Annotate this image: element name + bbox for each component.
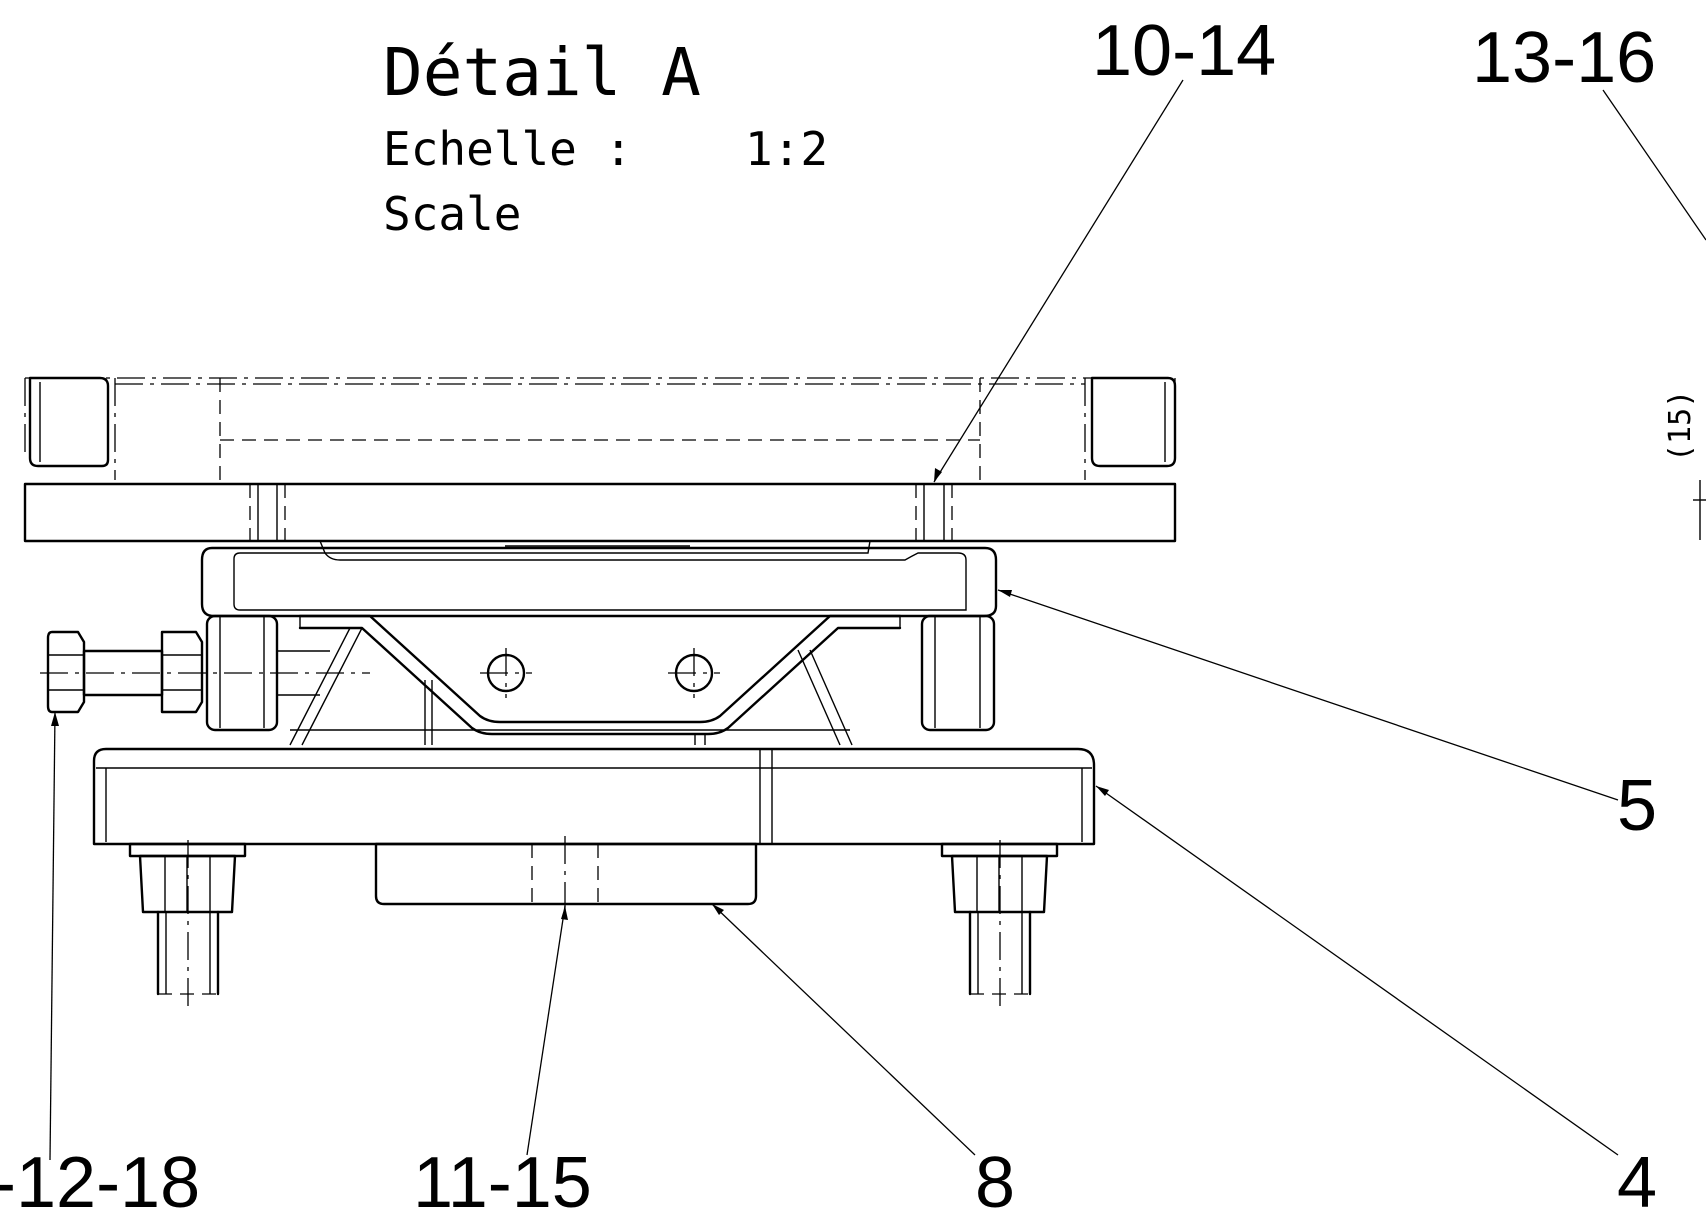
balloon-8: 8	[975, 1143, 1015, 1219]
leader-10-14	[933, 79, 1184, 483]
balloon-5: 5	[1617, 766, 1657, 846]
swivel-bracket	[200, 540, 998, 746]
leader-5	[997, 589, 1619, 801]
balloon-13-16: 13-16	[1472, 18, 1656, 98]
right-foot	[940, 840, 1059, 1010]
leader-8	[711, 903, 976, 1156]
base-plate	[92, 747, 1096, 846]
balloon-4: 4	[1617, 1143, 1657, 1219]
leader-11-15	[526, 905, 568, 1156]
top-plate	[23, 482, 1177, 543]
balloon-11-15: 11-15	[413, 1143, 592, 1219]
right-end-block	[1090, 376, 1177, 468]
scale-label-fr: Echelle :	[383, 122, 632, 176]
view-title: Détail A	[383, 34, 701, 111]
upper-frame-phantom	[24, 377, 1176, 484]
pad	[374, 836, 758, 910]
adjustment-bolt	[40, 630, 370, 714]
leader-13-16	[1602, 89, 1706, 241]
balloon-10-14: 10-14	[1092, 11, 1276, 91]
leader-12-18	[49, 711, 59, 1161]
scale-label-en: Scale	[383, 187, 521, 241]
scale-value: 1:2	[745, 122, 828, 176]
dimension-15: (15)	[1663, 390, 1698, 462]
balloon-12-18: -12-18	[0, 1143, 200, 1219]
leader-4	[1095, 785, 1619, 1156]
left-foot	[128, 840, 247, 1010]
left-end-block	[28, 376, 110, 468]
